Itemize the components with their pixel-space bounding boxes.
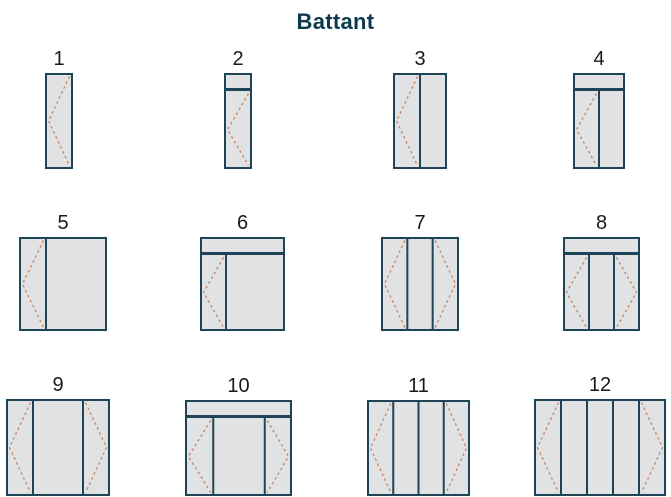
window-number-label: 11 xyxy=(408,375,429,397)
window-frame xyxy=(200,237,285,331)
window-frame xyxy=(381,237,459,331)
window-diagram xyxy=(534,399,666,496)
swing-direction-indicator xyxy=(8,402,32,493)
window-number-label: 6 xyxy=(236,212,249,234)
window-number-label: 7 xyxy=(414,212,426,234)
swing-direction-indicator xyxy=(565,257,588,328)
window-diagram xyxy=(381,237,459,331)
window-number-label: 8 xyxy=(595,212,608,234)
window-option-12[interactable]: 12 xyxy=(534,373,666,496)
window-diagram xyxy=(563,237,640,331)
window-number-label: 3 xyxy=(414,48,426,70)
window-diagram xyxy=(19,237,107,331)
window-number-label: 1 xyxy=(53,48,65,70)
window-diagram xyxy=(573,73,625,169)
window-option-5[interactable]: 5 xyxy=(19,211,107,331)
swing-direction-indicator xyxy=(202,257,225,328)
window-frame xyxy=(45,73,73,169)
swing-direction-indicator xyxy=(615,257,638,328)
window-number-label: 10 xyxy=(227,375,250,397)
window-number-label: 12 xyxy=(588,374,612,396)
window-option-7[interactable]: 7 xyxy=(381,211,459,331)
window-diagram xyxy=(185,400,292,496)
window-option-10[interactable]: 10 xyxy=(185,374,292,496)
window-number-label: 4 xyxy=(593,48,605,70)
window-option-4[interactable]: 4 xyxy=(573,47,625,169)
window-diagram xyxy=(224,73,252,169)
page-title: Battant xyxy=(296,9,375,34)
window-frame xyxy=(563,237,640,331)
window-option-8[interactable]: 8 xyxy=(563,211,640,331)
window-number-label: 5 xyxy=(57,212,69,234)
window-diagram xyxy=(45,73,73,169)
window-option-1[interactable]: 1 xyxy=(45,47,73,169)
window-option-6[interactable]: 6 xyxy=(200,211,285,331)
window-diagram xyxy=(6,399,110,496)
window-option-11[interactable]: 11 xyxy=(367,374,470,496)
window-frame xyxy=(534,399,666,496)
window-option-9[interactable]: 9 xyxy=(6,373,110,496)
window-frame xyxy=(19,237,107,331)
window-option-2[interactable]: 2 xyxy=(224,47,252,169)
window-number-label: 2 xyxy=(232,48,244,70)
window-diagram xyxy=(200,237,285,331)
window-diagram xyxy=(367,400,470,496)
window-option-3[interactable]: 3 xyxy=(393,47,447,169)
swing-direction-indicator xyxy=(640,402,664,493)
swing-direction-indicator xyxy=(84,402,108,493)
window-number-label: 9 xyxy=(52,374,64,396)
window-frame xyxy=(6,399,110,496)
swing-direction-indicator xyxy=(536,402,560,493)
window-diagram xyxy=(393,73,447,169)
